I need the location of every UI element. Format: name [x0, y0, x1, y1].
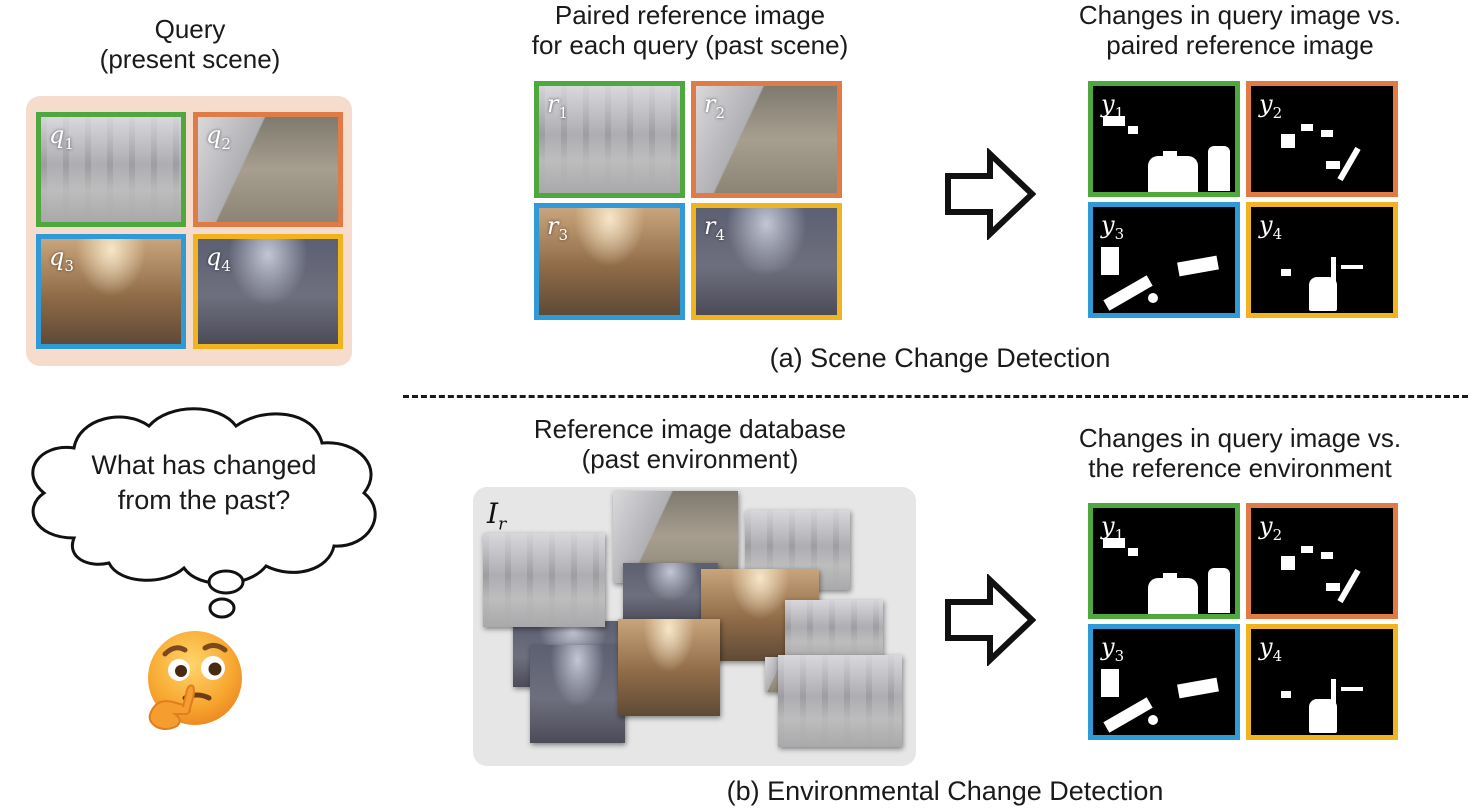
paired-image-4: r4	[691, 203, 842, 320]
thinking-face-icon	[148, 631, 242, 730]
changes-a-title: Changes in query image vs. paired refere…	[1030, 0, 1450, 60]
database-image	[618, 619, 720, 716]
database-image	[530, 645, 625, 743]
query-image-3: q3	[36, 234, 186, 349]
query-title-line2: (present scene)	[99, 44, 281, 74]
change-mask-b-1: y1	[1088, 503, 1240, 619]
changes-b-title-line2: the reference environment	[1088, 453, 1392, 483]
paired-symbol-3: r3	[547, 212, 569, 244]
paired-image-2: r2	[691, 81, 842, 198]
database-image	[778, 655, 902, 747]
arrow-right-icon-a	[945, 148, 1036, 240]
change-mask-a-2: y2	[1246, 81, 1398, 197]
paired-title-line2: for each query (past scene)	[531, 30, 849, 60]
change-a-symbol-2: y2	[1259, 90, 1283, 122]
change-b-symbol-4: y4	[1259, 633, 1283, 665]
thought-line2: from the past?	[117, 485, 291, 515]
change-mask-a-1: y1	[1088, 81, 1240, 197]
paired-title-line1: Paired reference image	[554, 0, 826, 30]
changes-a-title-line2: paired reference image	[1106, 30, 1374, 60]
database-image	[483, 533, 605, 627]
change-mask-b-4: y4	[1246, 624, 1398, 740]
thought-text: What has changed from the past?	[40, 448, 368, 518]
caption-a: (a) Scene Change Detection	[769, 343, 1111, 373]
change-mask-b-3: y3	[1088, 624, 1240, 740]
change-b-symbol-2: y2	[1259, 512, 1283, 544]
arrow-right-icon-b	[945, 574, 1036, 666]
thought-cloud	[31, 407, 377, 619]
changes-a-title-line1: Changes in query image vs.	[1078, 0, 1402, 30]
paired-symbol-4: r4	[704, 212, 726, 244]
query-title-line1: Query	[154, 14, 226, 44]
database-title-line1: Reference image database	[533, 414, 847, 444]
query-symbol-4: q4	[206, 243, 231, 275]
change-a-symbol-3: y3	[1101, 211, 1125, 243]
query-image-2: q2	[193, 112, 343, 227]
query-title: Query (present scene)	[40, 14, 340, 74]
query-image-1: q1	[36, 112, 186, 227]
change-a-symbol-4: y4	[1259, 211, 1283, 243]
change-a-symbol-1: y1	[1101, 90, 1125, 122]
change-mask-a-4: y4	[1246, 202, 1398, 318]
change-b-symbol-1: y1	[1101, 512, 1125, 544]
query-symbol-3: q3	[49, 243, 74, 275]
database-image	[785, 600, 883, 660]
caption-b: (b) Environmental Change Detection	[726, 776, 1164, 806]
paired-image-1: r1	[534, 81, 685, 198]
changes-b-title: Changes in query image vs. the reference…	[1030, 423, 1450, 483]
paired-symbol-1: r1	[547, 90, 569, 122]
changes-b-title-line1: Changes in query image vs.	[1078, 423, 1402, 453]
database-title: Reference image database (past environme…	[470, 414, 910, 474]
query-image-4: q4	[193, 234, 343, 349]
paired-title: Paired reference image for each query (p…	[480, 0, 900, 60]
query-symbol-1: q1	[49, 121, 74, 153]
database-title-line2: (past environment)	[581, 444, 799, 474]
thought-line1: What has changed	[91, 450, 317, 480]
database-symbol: Ir	[487, 497, 507, 535]
change-mask-a-3: y3	[1088, 202, 1240, 318]
change-mask-b-2: y2	[1246, 503, 1398, 619]
paired-image-3: r3	[534, 203, 685, 320]
query-symbol-2: q2	[206, 121, 231, 153]
section-divider	[403, 395, 1468, 398]
database-panel: Ir	[473, 487, 916, 766]
change-b-symbol-3: y3	[1101, 633, 1125, 665]
paired-symbol-2: r2	[704, 90, 726, 122]
